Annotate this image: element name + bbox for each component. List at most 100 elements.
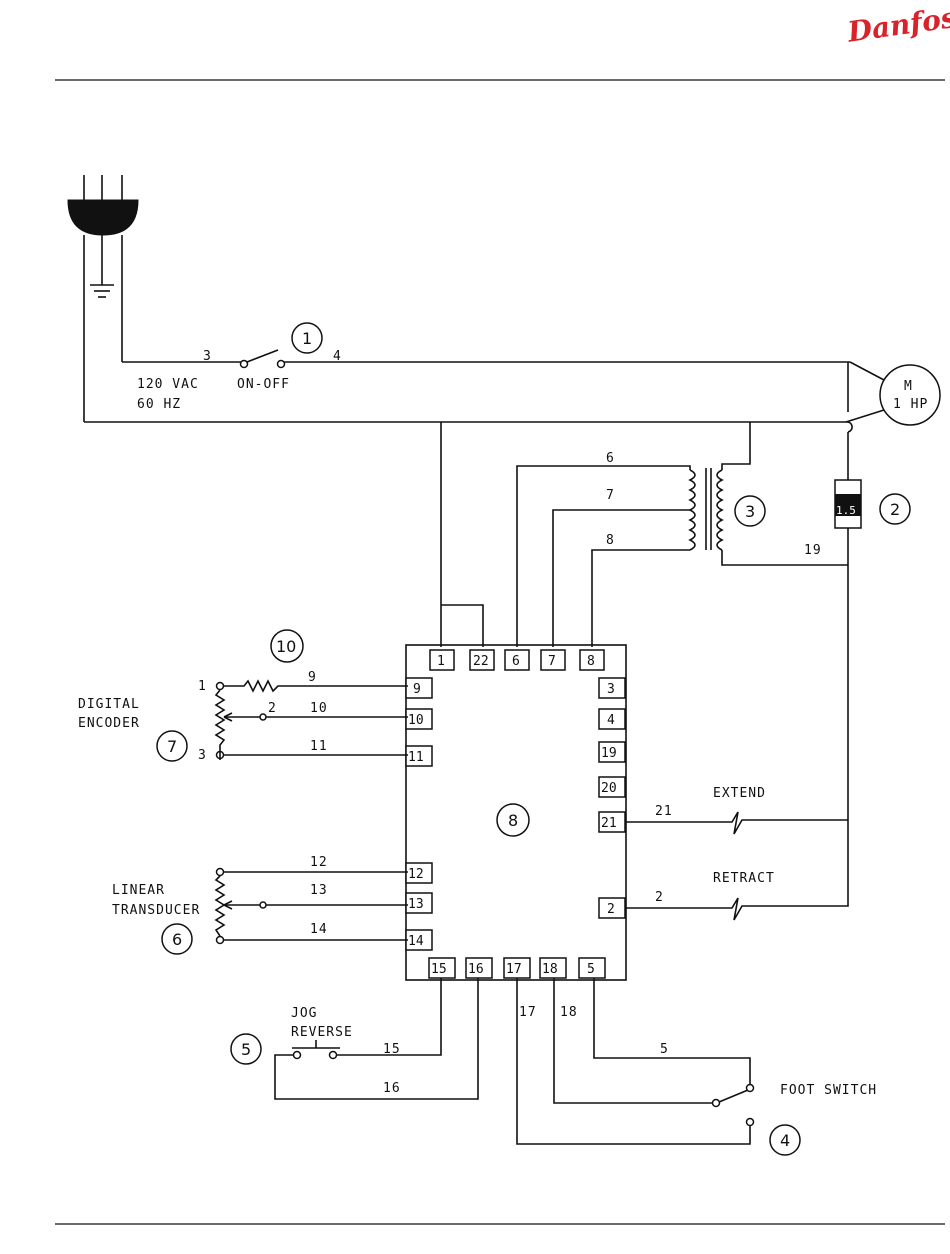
danfoss-logo: Danfoss — [845, 0, 950, 49]
terminal-label: 13 — [408, 897, 424, 912]
terminal-17: 17 — [504, 958, 530, 978]
linear-transducer-label-2: TRANSDUCER — [112, 903, 200, 918]
wire-label-21: 21 — [655, 804, 673, 819]
terminal-label: 7 — [548, 654, 556, 669]
terminal-label: 3 — [607, 682, 615, 697]
callout-2: 2 — [880, 494, 910, 524]
callout-number: 3 — [745, 502, 755, 521]
wire-label-13: 13 — [310, 883, 328, 898]
wire-crossover — [846, 422, 852, 432]
terminal-2: 2 — [599, 898, 625, 918]
callout-number: 2 — [890, 500, 900, 519]
terminal-label: 11 — [408, 750, 424, 765]
transformer-icon — [690, 422, 848, 565]
terminal-label: 19 — [601, 746, 617, 761]
terminal-10: 10 — [406, 709, 432, 729]
callout-number: 8 — [508, 811, 518, 830]
terminal-label: 16 — [468, 962, 484, 977]
ground-icon — [90, 285, 114, 297]
fuse-value: 1.5 — [836, 504, 856, 517]
terminal-4: 4 — [599, 709, 625, 729]
wire-label-9: 9 — [308, 670, 317, 685]
terminal-5: 5 — [579, 958, 605, 978]
terminal-label: 17 — [506, 962, 522, 977]
terminal-label: 20 — [601, 781, 617, 796]
callout-3: 3 — [735, 496, 765, 526]
callout-7: 7 — [157, 731, 187, 761]
callout-10: 10 — [271, 630, 303, 662]
supply-voltage-label: 120 VAC — [137, 377, 199, 392]
callout-4: 4 — [770, 1125, 800, 1155]
terminal-13: 13 — [406, 893, 432, 913]
callout-number: 4 — [780, 1131, 790, 1150]
wire-label-10: 10 — [310, 701, 328, 716]
terminal-label: 8 — [587, 654, 595, 669]
terminal-label: 9 — [413, 682, 421, 697]
switch-label: ON-OFF — [237, 377, 290, 392]
callout-number: 7 — [167, 737, 177, 756]
power-plug-icon — [68, 175, 138, 422]
terminal-19: 19 — [599, 742, 625, 762]
jumper-1-22 — [441, 605, 483, 647]
terminal-label: 4 — [607, 713, 615, 728]
terminal-label: 21 — [601, 816, 617, 831]
wire-label-7: 7 — [606, 488, 615, 503]
wire-label-4: 4 — [333, 349, 342, 364]
wire-label-18: 18 — [560, 1005, 578, 1020]
terminal-20: 20 — [599, 777, 625, 797]
encoder-pin-1: 1 — [198, 679, 207, 694]
callout-5: 5 — [231, 1034, 261, 1064]
retract-output-wire — [625, 820, 848, 920]
wire-label-15: 15 — [383, 1042, 401, 1057]
digital-encoder-label-1: DIGITAL — [78, 697, 140, 712]
terminal-12: 12 — [406, 863, 432, 883]
wire-6 — [517, 466, 690, 647]
motor-icon — [846, 362, 940, 480]
callout-number: 10 — [276, 637, 296, 656]
reverse-label: REVERSE — [291, 1025, 353, 1040]
terminal-label: 2 — [607, 902, 615, 917]
terminal-21: 21 — [599, 812, 625, 832]
extend-label: EXTEND — [713, 786, 766, 801]
digital-encoder-label-2: ENCODER — [78, 716, 140, 731]
terminal-7: 7 — [541, 650, 565, 670]
wire-label-17: 17 — [519, 1005, 537, 1020]
terminal-label: 18 — [542, 962, 558, 977]
wire-label-2: 2 — [655, 890, 664, 905]
callout-number: 1 — [302, 329, 312, 348]
callout-8: 8 — [497, 804, 529, 836]
jog-label: JOG — [291, 1006, 317, 1021]
foot-switch-label: FOOT SWITCH — [780, 1083, 877, 1098]
terminal-22: 22 — [470, 650, 494, 670]
wire-label-6: 6 — [606, 451, 615, 466]
callout-number: 5 — [241, 1040, 251, 1059]
terminal-label: 5 — [587, 962, 595, 977]
terminal-label: 6 — [512, 654, 520, 669]
terminal-label: 12 — [408, 867, 424, 882]
wire-label-3: 3 — [203, 349, 212, 364]
wire-label-12: 12 — [310, 855, 328, 870]
terminal-label: 22 — [473, 654, 489, 669]
wire-8 — [592, 550, 690, 647]
terminal-11: 11 — [406, 746, 432, 766]
terminal-14: 14 — [406, 930, 432, 950]
terminal-3: 3 — [599, 678, 625, 698]
motor-hp-label: 1 HP — [893, 397, 928, 412]
terminal-6: 6 — [505, 650, 529, 670]
motor-label: M — [904, 379, 913, 394]
terminal-8: 8 — [580, 650, 604, 670]
linear-transducer-label-1: LINEAR — [112, 883, 165, 898]
callout-6: 6 — [162, 924, 192, 954]
wire-label-8: 8 — [606, 533, 615, 548]
callout-1: 1 — [292, 323, 322, 353]
terminal-9: 9 — [406, 678, 432, 698]
callout-number: 6 — [172, 930, 182, 949]
wire-label-14: 14 — [310, 922, 328, 937]
terminal-label: 14 — [408, 934, 424, 949]
wire-label-19: 19 — [804, 543, 822, 558]
foot-switch — [517, 978, 754, 1144]
wire-7 — [553, 510, 690, 647]
terminal-label: 10 — [408, 713, 424, 728]
wire-label-5: 5 — [660, 1042, 669, 1057]
